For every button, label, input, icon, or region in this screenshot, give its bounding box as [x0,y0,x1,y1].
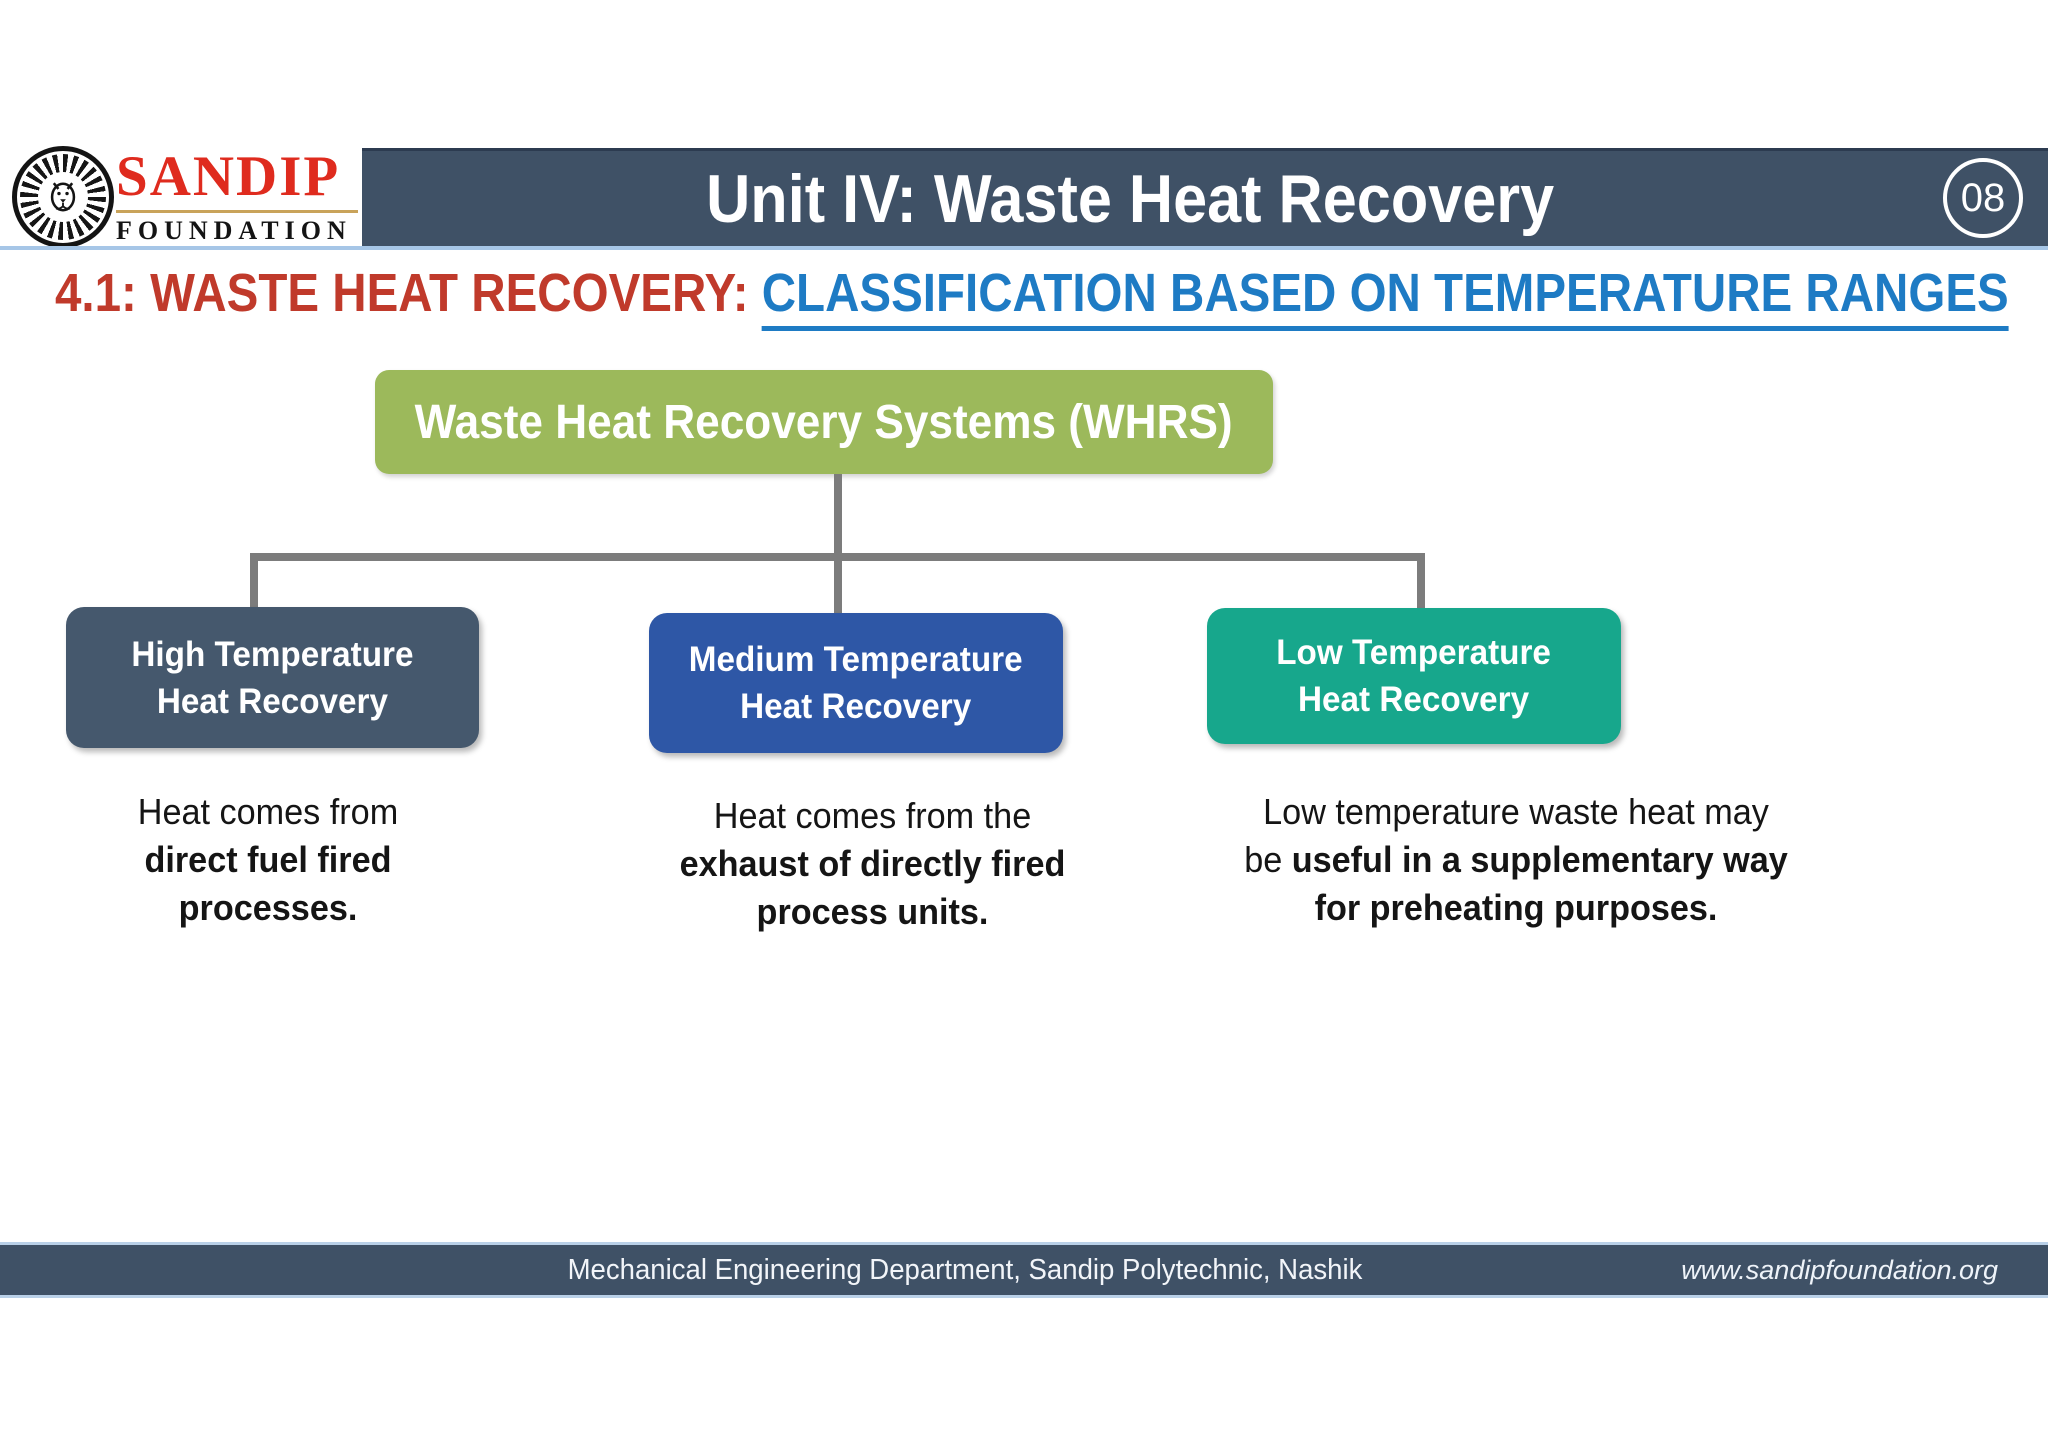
connector-right-drop [1417,561,1425,609]
desc-line: direct fuel fired [50,836,487,884]
label-line: Medium Temperature [689,640,1023,679]
description-medium-temperature: Heat comes from the exhaust of directly … [633,792,1113,936]
diagram-box-label: Medium Temperature Heat Recovery [689,636,1023,730]
section-heading-highlight: CLASSIFICATION BASED ON TEMPERATURE RANG… [761,263,2009,331]
diagram-root-box: Waste Heat Recovery Systems (WHRS) [375,370,1273,474]
desc-line: Heat comes from [50,788,487,836]
connector-stem [834,474,842,562]
label-line: High Temperature [131,634,414,674]
gold-underline [116,210,358,213]
lion-face [38,172,88,222]
desc-text-bold: processes. [178,887,358,928]
desc-text: Heat comes from the [713,795,1032,836]
description-low-temperature: Low temperature waste heat may be useful… [1195,788,1837,932]
description-high-temperature: Heat comes from direct fuel fired proces… [50,788,487,932]
desc-text: be [1244,839,1292,880]
desc-text-bold: exhaust of directly fired [679,843,1066,884]
diagram-box-medium-temperature: Medium Temperature Heat Recovery [649,613,1063,753]
connector-middle-drop [834,561,842,613]
lion-emblem-icon [12,146,114,248]
desc-text-bold: useful in a supplementary way [1291,839,1788,880]
sandip-logo: SANDIP FOUNDATION [116,146,362,246]
desc-text-bold: direct fuel fired [144,839,392,880]
footer-department: Mechanical Engineering Department, Sandi… [567,1253,1363,1286]
page-number: 08 [1960,175,2006,220]
diagram-box-low-temperature: Low Temperature Heat Recovery [1207,608,1621,744]
footer-bar: Mechanical Engineering Department, Sandi… [0,1242,2048,1298]
diagram-box-label: Low Temperature Heat Recovery [1277,629,1552,723]
desc-line: processes. [50,884,487,932]
desc-line: for preheating purposes. [1195,884,1837,932]
slide-title: Unit IV: Waste Heat Recovery [705,160,1555,237]
section-heading: 4.1: WASTE HEAT RECOVERY: CLASSIFICATION… [55,262,2009,331]
desc-text: Heat comes from [137,791,399,832]
connector-horizontal [250,553,1425,561]
page-number-badge: 08 [1943,158,2023,238]
label-line: Heat Recovery [156,681,389,721]
label-line: Low Temperature [1276,633,1552,672]
desc-text: Low temperature waste heat may [1263,791,1769,832]
title-bar: Unit IV: Waste Heat Recovery 08 [362,148,2048,246]
diagram-box-label: High Temperature Heat Recovery [131,631,413,725]
logo-foundation-text: FOUNDATION [116,216,352,245]
desc-line: process units. [633,888,1113,936]
diagram-root-label: Waste Heat Recovery Systems (WHRS) [414,395,1234,449]
desc-line: Low temperature waste heat may [1195,788,1837,836]
header-accent-line [0,246,2048,250]
diagram-box-high-temperature: High Temperature Heat Recovery [66,607,479,748]
label-line: Heat Recovery [740,687,972,726]
desc-text-bold: for preheating purposes. [1314,887,1718,928]
connector-left-drop [250,561,258,607]
desc-text-bold: process units. [756,891,989,932]
desc-line: Heat comes from the [633,792,1113,840]
footer-website: www.sandipfoundation.org [1681,1254,1998,1285]
section-heading-prefix: 4.1: WASTE HEAT RECOVERY: [55,263,762,323]
label-line: Heat Recovery [1298,680,1530,719]
desc-line: be useful in a supplementary way [1195,836,1837,884]
desc-line: exhaust of directly fired [633,840,1113,888]
logo-brand-text: SANDIP [116,145,341,208]
